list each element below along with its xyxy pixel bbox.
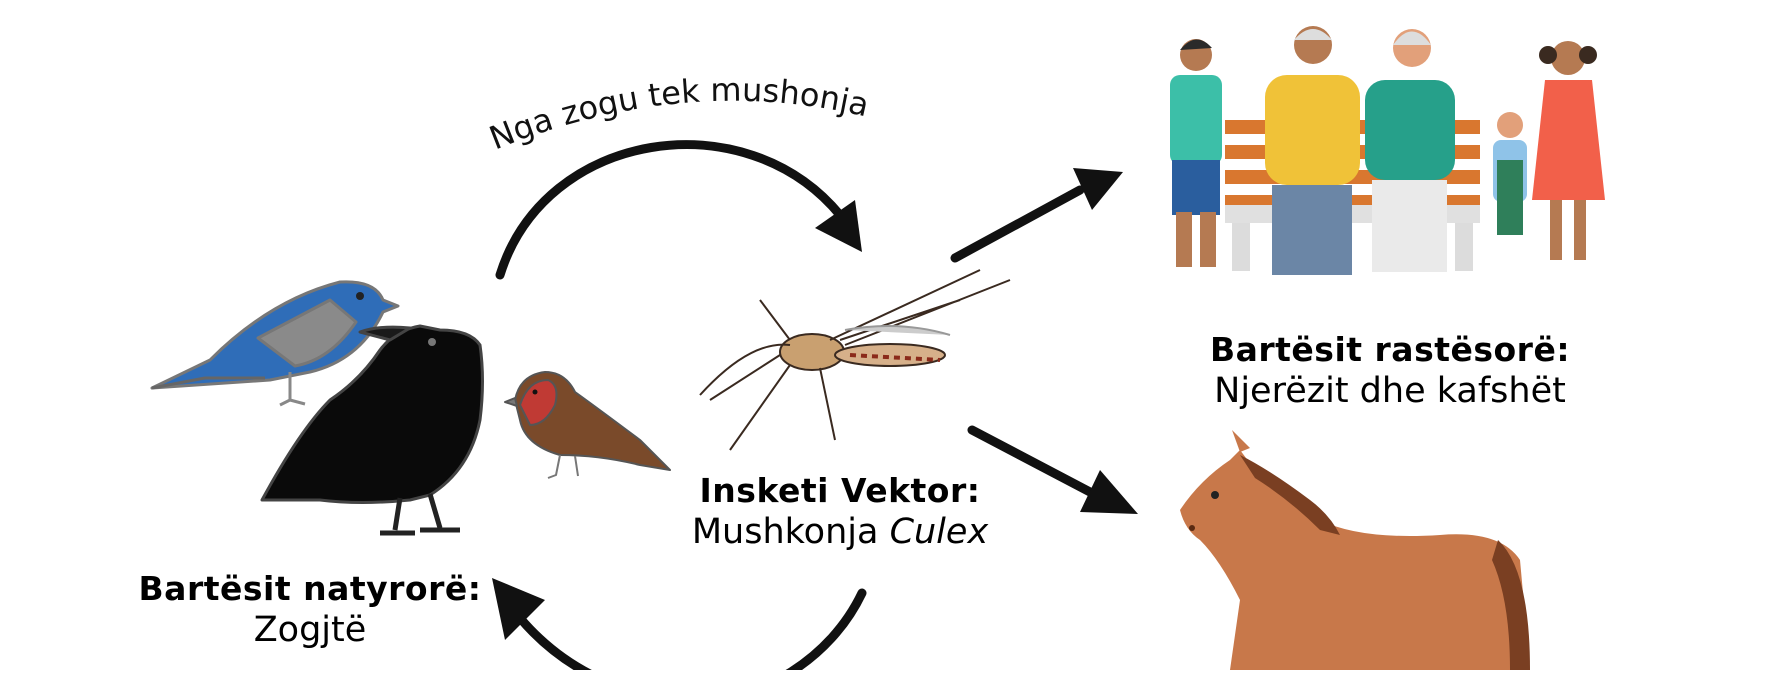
horse-icon: [1180, 430, 1530, 670]
vector-label: Insketi Vektor: Mushkonja Culex: [690, 470, 990, 555]
vector-subtitle-text: Mushkonja: [691, 512, 890, 553]
natural-hosts-subtitle: Zogjtë: [253, 610, 367, 651]
finch-icon: [504, 371, 671, 479]
crow-icon: [260, 324, 484, 536]
vector-genus: Culex: [889, 512, 989, 553]
blue-bird-icon: [150, 280, 400, 407]
family-on-bench-icon: [1170, 26, 1605, 275]
incidental-hosts-subtitle: Njerëzit dhe kafshët: [1214, 371, 1566, 412]
mosquito-to-bird-arrow: [492, 578, 867, 674]
vector-subtitle: Mushkonja Culex: [690, 511, 990, 555]
arrow-to-horse: [967, 425, 1138, 514]
arrow-to-people: [950, 168, 1123, 263]
natural-hosts-title: Bartësit natyrorë:: [138, 569, 482, 608]
mosquito-icon: [699, 269, 1011, 451]
incidental-hosts-label: Bartësit rastësorë: Njerëzit dhe kafshët: [1180, 329, 1600, 414]
incidental-hosts-title: Bartësit rastësorë:: [1209, 330, 1571, 369]
natural-hosts-label: Bartësit natyrorë: Zogjtë: [130, 568, 490, 653]
vector-title: Insketi Vektor:: [699, 471, 981, 510]
bird-to-mosquito-arrow: [495, 140, 862, 280]
